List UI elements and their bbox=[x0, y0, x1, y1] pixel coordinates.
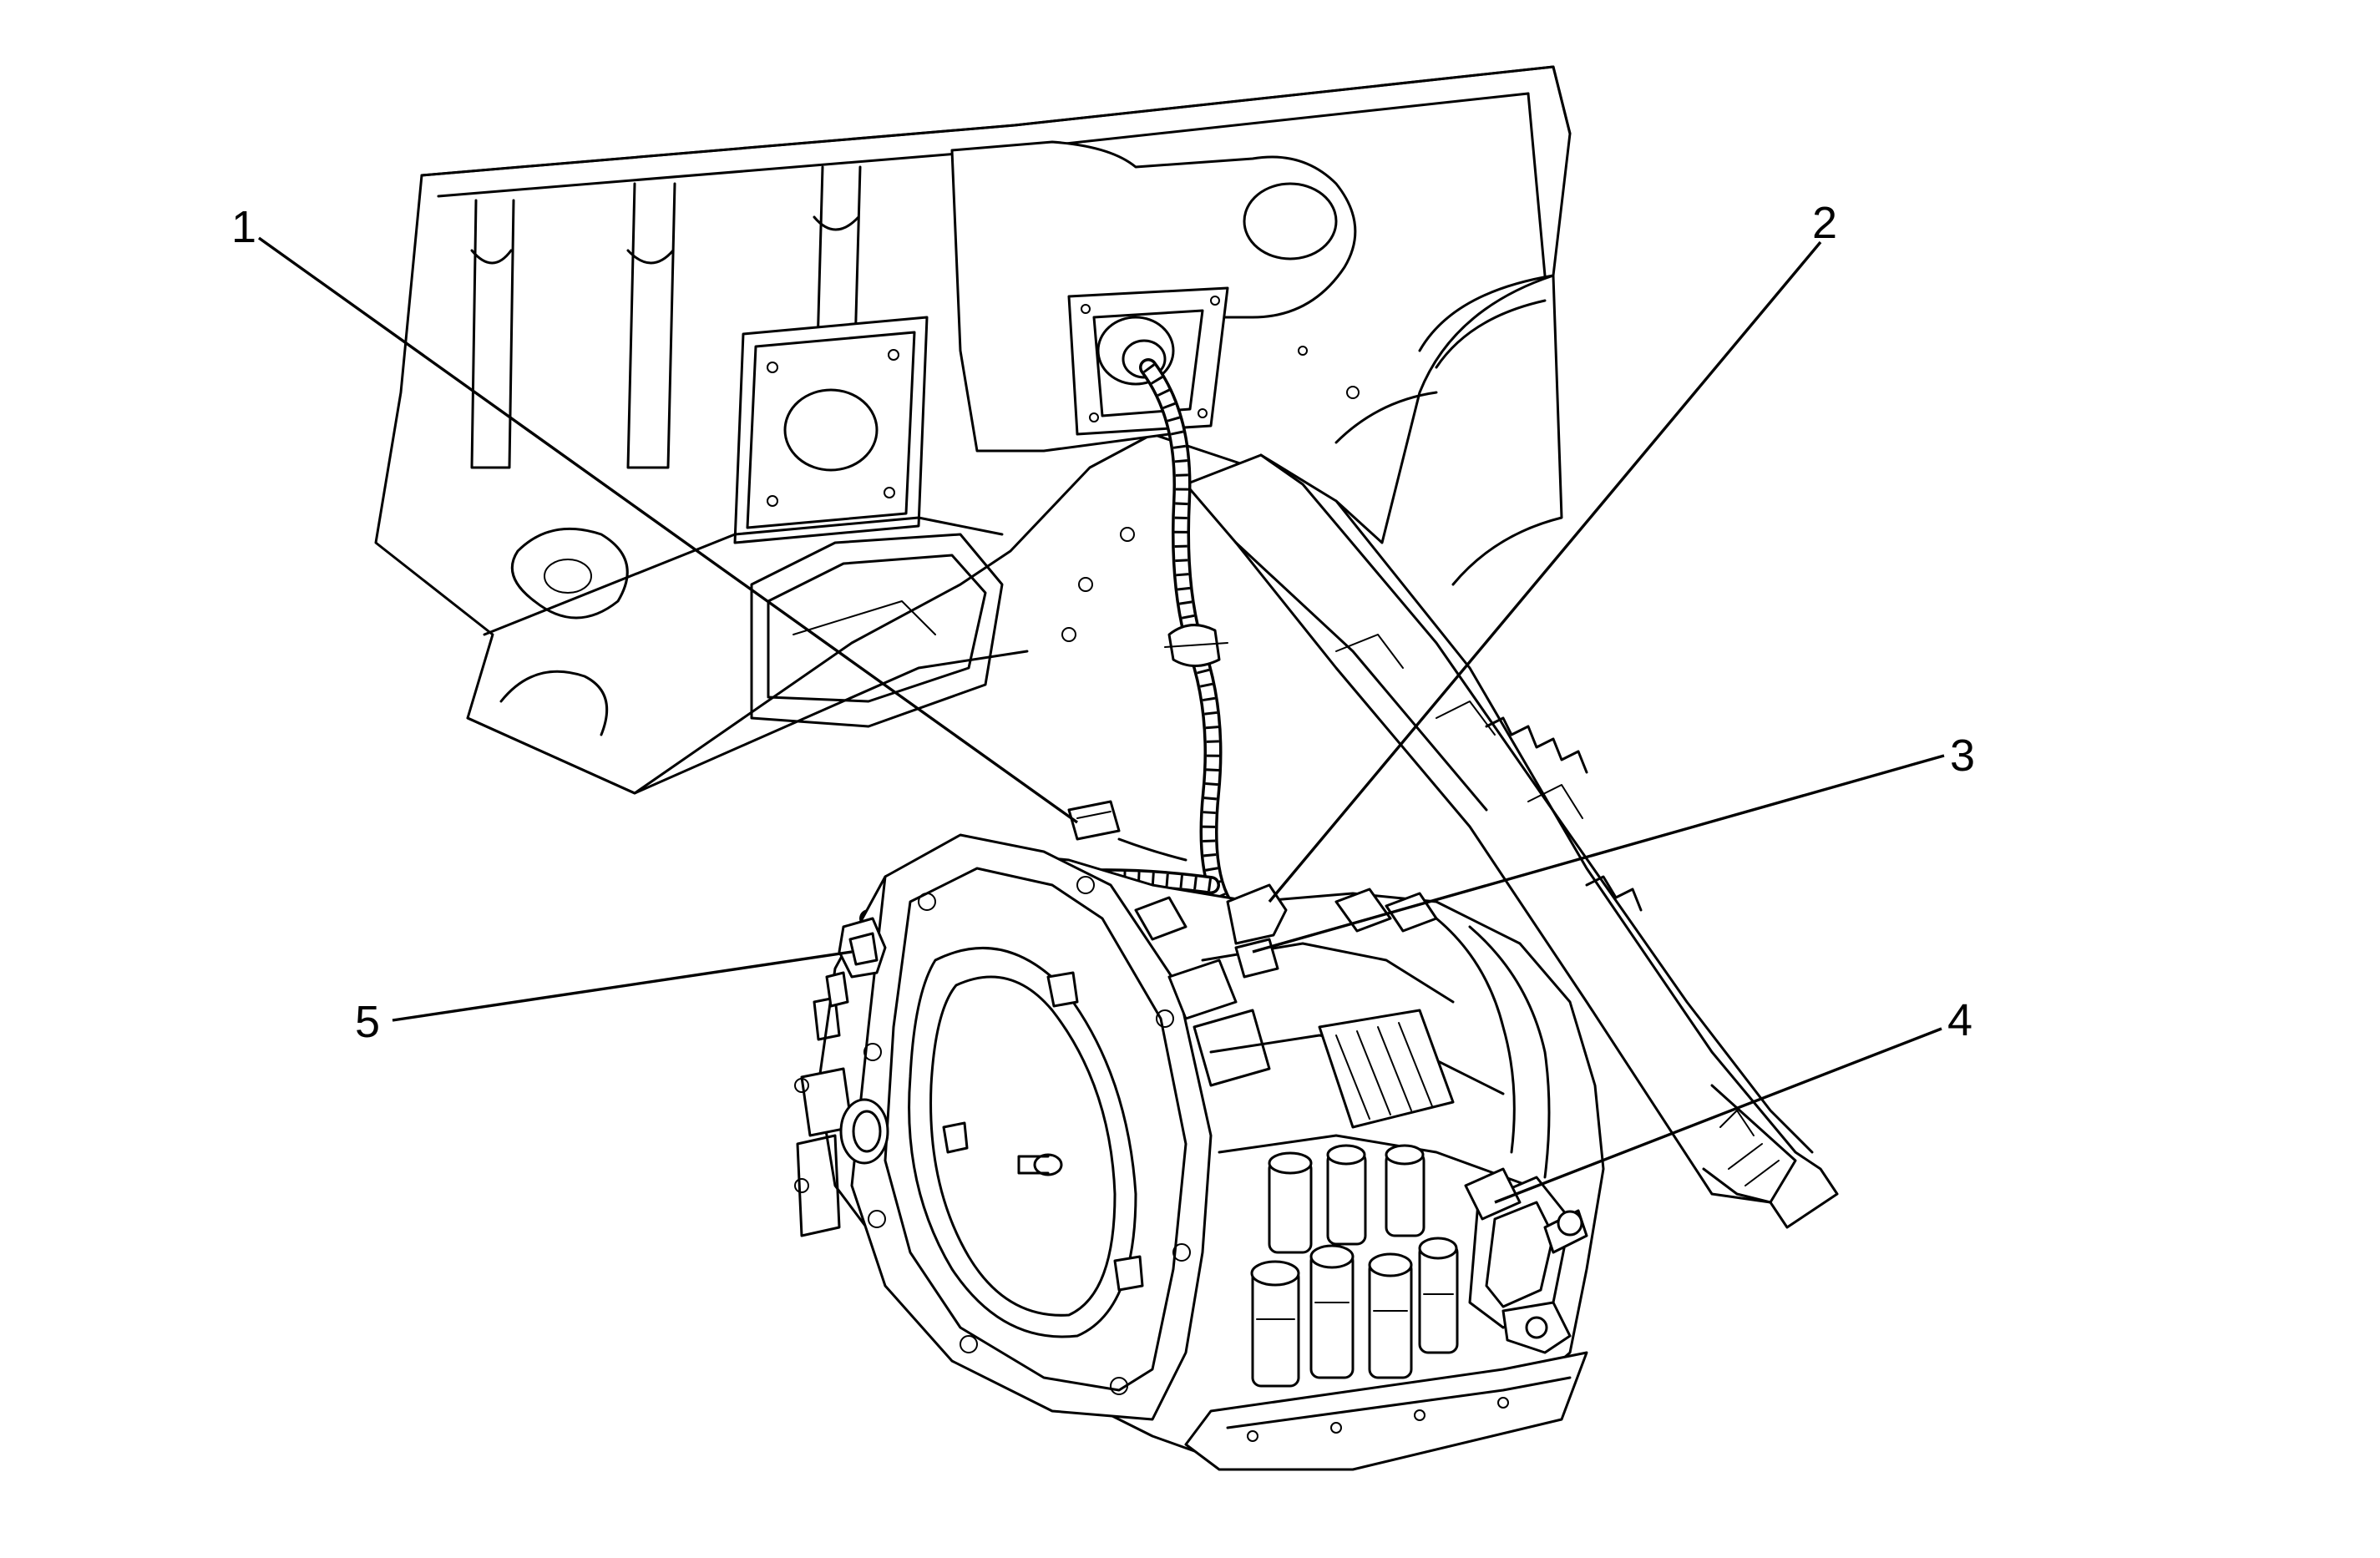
callout-label-2: 2 bbox=[1812, 198, 1837, 248]
leader-2 bbox=[1268, 240, 1822, 903]
connector-1 bbox=[1067, 800, 1121, 841]
leader-4 bbox=[1494, 1027, 1942, 1204]
callout-label-4: 4 bbox=[1947, 995, 1972, 1045]
connector-5 bbox=[825, 917, 887, 1008]
callout-label-1: 1 bbox=[231, 202, 256, 252]
leader-3 bbox=[1252, 754, 1945, 954]
callout-label-5: 5 bbox=[355, 997, 380, 1047]
callouts: 1 2 3 4 5 bbox=[231, 198, 1975, 1204]
leader-5 bbox=[392, 950, 853, 1022]
leader-1 bbox=[258, 236, 1078, 824]
transaxle-assembly bbox=[794, 833, 1605, 1471]
callout-label-3: 3 bbox=[1950, 731, 1975, 781]
